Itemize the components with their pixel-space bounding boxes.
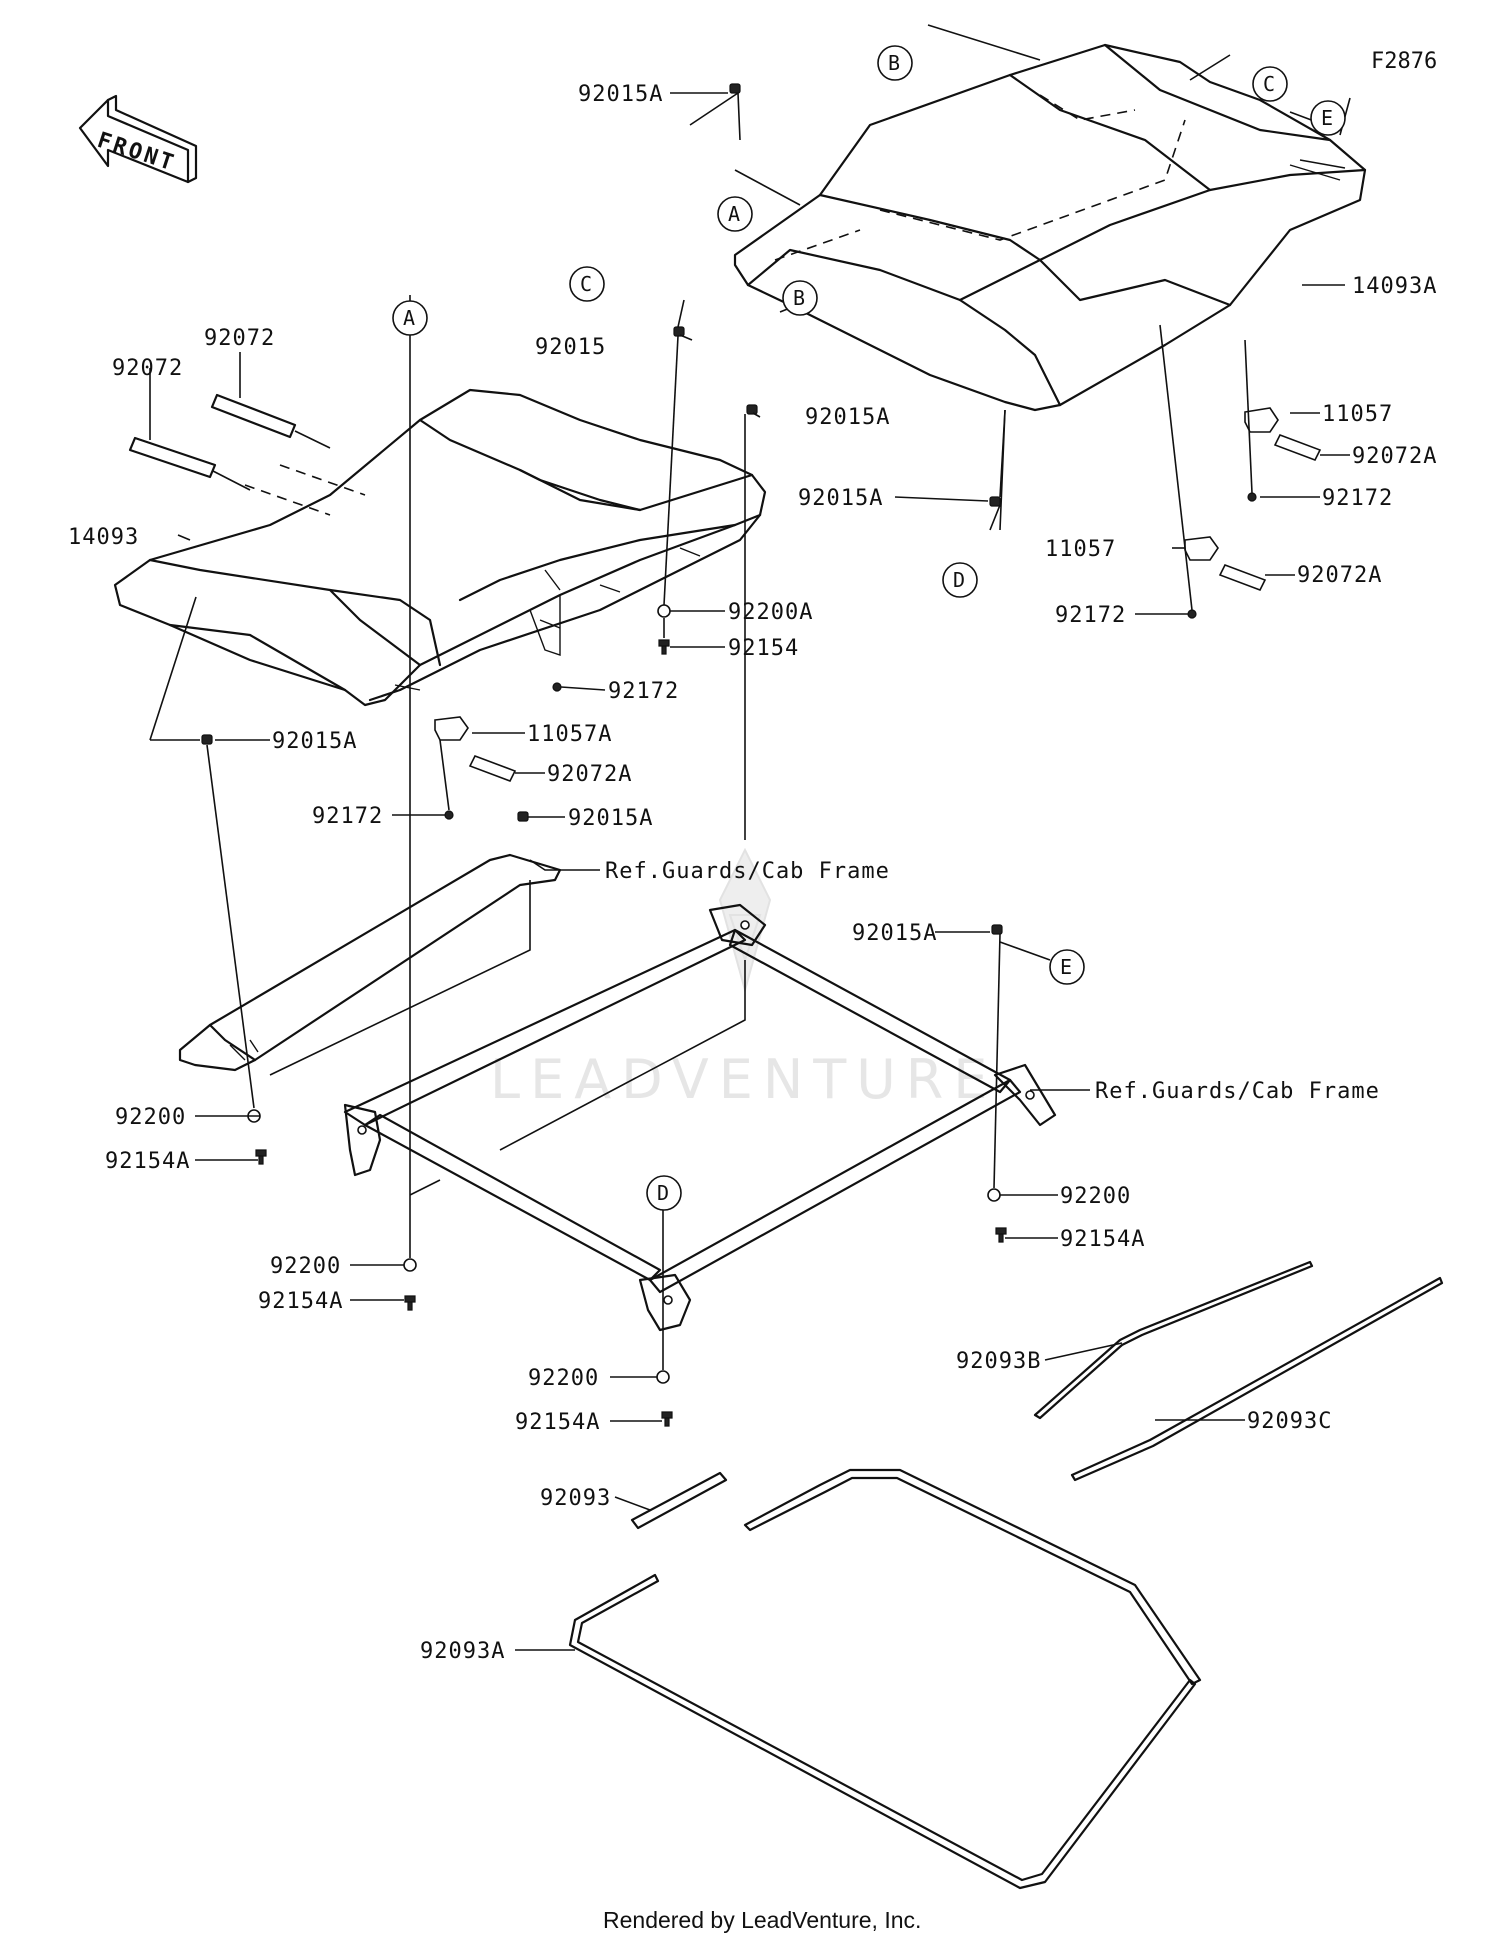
label-92154: 92154: [728, 636, 799, 661]
label-92072A-lower: 92072A: [1297, 563, 1382, 588]
callout-left-a-text: A: [403, 306, 415, 330]
callout-mid-d-text: D: [953, 568, 965, 592]
label-92015A-left: 92015A: [272, 729, 357, 754]
rear-roof-panel-14093A: [733, 43, 1367, 412]
callout-mid-d: D: [942, 562, 978, 598]
callout-top-c-text: C: [1263, 72, 1275, 96]
callout-frame-d-text: D: [657, 1181, 669, 1205]
callout-right-e: E: [1049, 949, 1085, 985]
hardware: [201, 83, 1322, 1427]
callout-mid-b: B: [782, 280, 818, 316]
callout-mid-c-text: C: [580, 272, 592, 296]
label-92015A-right: 92015A: [852, 921, 937, 946]
label-92172-mid: 92172: [608, 679, 679, 704]
label-92154A-center: 92154A: [258, 1289, 343, 1314]
callout-left-a: A: [392, 300, 428, 336]
label-92093C: 92093C: [1247, 1409, 1332, 1434]
label-92154A-bottom: 92154A: [515, 1410, 600, 1435]
leader-lines: [149, 24, 1351, 1651]
label-92200-left: 92200: [115, 1105, 186, 1130]
label-11057A: 11057A: [527, 722, 612, 747]
label-92072A-upper: 92072A: [1352, 444, 1437, 469]
label-92093: 92093: [540, 1486, 611, 1511]
callout-frame-d: D: [646, 1175, 682, 1211]
figure-id: F2876: [1371, 49, 1437, 74]
label-92200A: 92200A: [728, 600, 813, 625]
label-92093B: 92093B: [956, 1349, 1041, 1374]
callout-top-e: E: [1310, 100, 1346, 136]
callout-top-e-text: E: [1321, 106, 1333, 130]
label-92072-b: 92072: [112, 356, 183, 381]
callout-mid-b-text: B: [793, 286, 805, 310]
label-14093A: 14093A: [1352, 274, 1437, 299]
roof-frame: [178, 853, 1057, 1332]
label-92172-left: 92172: [312, 804, 383, 829]
watermark-logo: LEADVENTURE: [490, 847, 997, 1111]
label-11057-upper: 11057: [1322, 402, 1393, 427]
label-ref-cab-frame-right: Ref.Guards/Cab Frame: [1095, 1079, 1380, 1104]
callout-right-e-text: E: [1060, 955, 1072, 979]
callout-mid-c: C: [569, 266, 605, 302]
label-92154A-left: 92154A: [105, 1149, 190, 1174]
front-arrow-label: FRONT: [94, 128, 179, 177]
label-92015A-mid-d: 92015A: [798, 486, 883, 511]
callout-top-a-text: A: [728, 202, 740, 226]
label-92154A-right: 92154A: [1060, 1227, 1145, 1252]
front-direction-arrow: FRONT: [78, 94, 198, 184]
label-92172-lower: 92172: [1055, 603, 1126, 628]
seal-strips: [568, 1260, 1444, 1890]
footer-credit: Rendered by LeadVenture, Inc.: [603, 1907, 921, 1933]
label-92093A: 92093A: [420, 1639, 505, 1664]
label-92072A-left: 92072A: [547, 762, 632, 787]
strap-92072-pair: [128, 352, 331, 491]
callout-top-a: A: [717, 196, 753, 232]
callout-top-b: B: [877, 45, 913, 81]
label-ref-cab-frame-center: Ref.Guards/Cab Frame: [605, 859, 890, 884]
label-92200-right: 92200: [1060, 1184, 1131, 1209]
label-92200-center: 92200: [270, 1254, 341, 1279]
label-92200-bottom: 92200: [528, 1366, 599, 1391]
callout-top-c: C: [1252, 66, 1288, 102]
watermark-text: LEADVENTURE: [490, 1048, 997, 1111]
callout-top-b-text: B: [888, 51, 900, 75]
label-14093: 14093: [68, 525, 139, 550]
label-11057-lower: 11057: [1045, 537, 1116, 562]
front-roof-panel-14093: [113, 388, 767, 707]
label-92015: 92015: [535, 335, 606, 360]
callout-circles: B C E A A C B D: [392, 45, 1346, 1211]
label-92015A-mid-b: 92015A: [805, 405, 890, 430]
label-92015A-frame: 92015A: [568, 806, 653, 831]
label-92015A-top: 92015A: [578, 82, 663, 107]
label-92172-upper: 92172: [1322, 486, 1393, 511]
label-92072-a: 92072: [204, 326, 275, 351]
part-number-labels: 92015A 14093A 11057 92072A 92172 92015A …: [68, 82, 1437, 1664]
